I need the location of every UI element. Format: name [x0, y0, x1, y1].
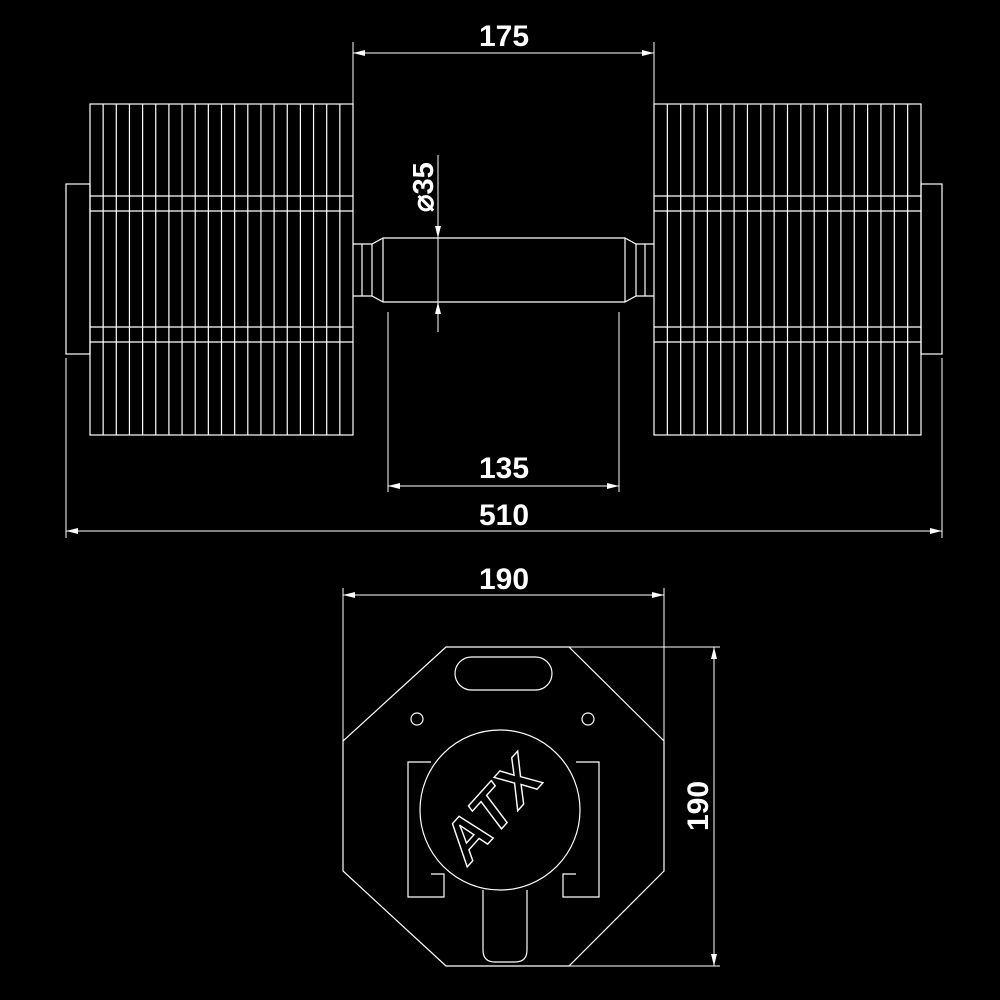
dimension-bar-diameter: ⌀35: [408, 155, 441, 332]
dimension-overall-length: 510: [65, 358, 943, 538]
handle-bar: [353, 237, 654, 303]
cradle-width-label: 190: [479, 563, 529, 596]
cradle-front-view: ATX 190 190: [342, 563, 720, 967]
diameter-symbol: ⌀: [408, 194, 440, 212]
left-plate-stack: [89, 103, 354, 436]
handle-span-label: 175: [479, 20, 529, 53]
mount-hole-left: [410, 712, 424, 726]
center-channel: [482, 890, 528, 963]
atx-logo: ATX: [427, 742, 558, 877]
carry-slot: [454, 656, 553, 691]
cradle-height-label: 190: [682, 781, 715, 831]
bar-diameter-label: ⌀35: [408, 162, 440, 212]
dimension-cradle-height: 190: [569, 646, 720, 967]
dimension-grip-length: 135: [387, 312, 620, 492]
left-end-cap: [65, 183, 91, 355]
side-view: 175 ⌀35 135 510: [65, 20, 943, 538]
bar-diameter-value: 35: [408, 162, 440, 194]
end-plate-disc: [419, 729, 581, 891]
dimension-handle-span: 175: [352, 20, 655, 104]
overall-length-label: 510: [479, 499, 529, 532]
logo-text: ATX: [428, 743, 557, 876]
mount-hole-right: [581, 712, 595, 726]
dimension-cradle-width: 190: [342, 563, 665, 741]
right-rail: [562, 761, 600, 898]
grip-length-label: 135: [479, 452, 529, 485]
left-rail: [407, 761, 445, 898]
right-plate-stack: [653, 103, 922, 436]
right-end-cap: [920, 183, 943, 355]
